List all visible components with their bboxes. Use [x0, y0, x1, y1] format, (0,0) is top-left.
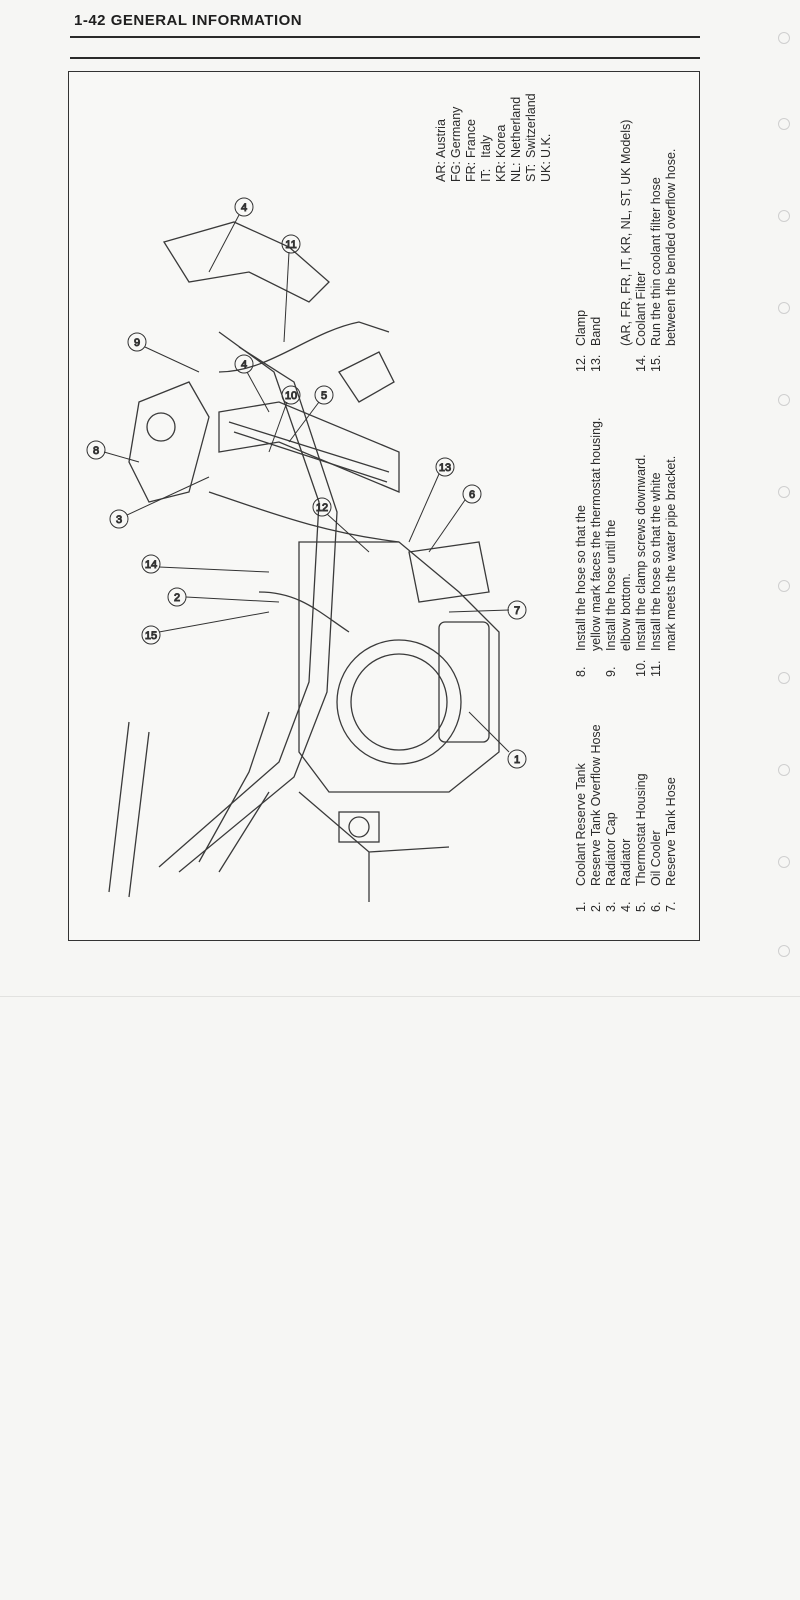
svg-text:4: 4 — [241, 359, 247, 371]
country-item: UK:U.K. — [539, 133, 553, 182]
binder-hole — [778, 118, 790, 130]
svg-text:9: 9 — [134, 337, 140, 349]
svg-text:14: 14 — [145, 559, 157, 571]
coolant-reserve-tank — [128, 381, 210, 503]
svg-text:10: 10 — [285, 390, 297, 402]
binder-hole — [778, 856, 790, 868]
legend-item: 10.Install the clamp screws downward. — [634, 454, 648, 677]
country-codes: AR:Austria FG:Germany FR:France IT:Italy… — [434, 93, 554, 182]
binder-hole — [778, 486, 790, 498]
binder-hole — [778, 580, 790, 592]
legend-item: (AR, FR, FR, IT, KR, NL, ST, UK Models) — [619, 119, 633, 346]
callout-2: 2 — [167, 587, 280, 607]
svg-text:13: 13 — [439, 462, 451, 474]
country-item: KR:Korea — [494, 124, 508, 182]
svg-text:11: 11 — [285, 239, 296, 251]
legend-item: 15.Run the thin coolant filter hose — [649, 177, 663, 372]
header-rule — [70, 57, 700, 59]
legend-item: 4.Radiator — [619, 838, 633, 912]
legend-item: 13.Band — [589, 316, 603, 372]
callout-11: 11 — [281, 234, 301, 343]
callout-4a: 4 — [208, 197, 254, 273]
radiator-cap — [146, 412, 176, 442]
legend-item: 2.Reserve Tank Overflow Hose — [589, 724, 603, 912]
legend-item: 6.Oil Cooler — [649, 830, 663, 912]
legend-item: 8.Install the hose so that the — [574, 505, 588, 677]
legend-item: 1.Coolant Reserve Tank — [574, 763, 588, 912]
page-title: 1-42 GENERAL INFORMATION — [74, 12, 303, 29]
radiator-body — [218, 401, 400, 493]
overflow-bracket — [162, 221, 330, 303]
page-fold-line — [0, 996, 800, 997]
binder-hole — [778, 32, 790, 44]
frame-rail-outer — [158, 331, 320, 868]
svg-text:5: 5 — [321, 390, 327, 402]
svg-text:6: 6 — [469, 489, 475, 501]
frame-rail-inner — [178, 346, 338, 873]
callout-9: 9 — [127, 332, 200, 373]
figure-frame: 1 2 3 4 4 5 6 7 8 9 10 11 12 13 14 15 1.… — [68, 71, 700, 941]
legend-notes: 8.Install the hose so that the yellow ma… — [574, 418, 679, 677]
legend-item: 3.Radiator Cap — [604, 812, 618, 912]
legend-item: 9.Install the hose until the — [604, 519, 618, 677]
oil-pan — [438, 621, 490, 743]
svg-text:7: 7 — [514, 605, 520, 617]
page-header: 1-42 GENERAL INFORMATION — [70, 10, 700, 38]
legend-item: 11.Install the hose so that the white — [649, 472, 663, 677]
svg-text:15: 15 — [145, 630, 157, 642]
engine-case — [298, 541, 500, 793]
hose-lower — [208, 491, 400, 543]
legend-item: between the bended overflow hose. — [664, 148, 678, 346]
callout-5: 5 — [288, 385, 334, 443]
legend-main: 1.Coolant Reserve Tank 2.Reserve Tank Ov… — [574, 724, 679, 912]
legend-parts: 12.Clamp 13.Band (AR, FR, FR, IT, KR, NL… — [574, 120, 679, 372]
clutch-cover — [336, 639, 462, 765]
country-item: AR:Austria — [434, 119, 448, 182]
callout-1: 1 — [468, 711, 527, 769]
binder-hole — [778, 764, 790, 776]
legend-item: 12.Clamp — [574, 309, 588, 372]
legend-item: elbow bottom. — [619, 573, 633, 651]
callout-markers: 1 2 3 4 4 5 6 7 8 9 10 11 12 13 14 15 — [86, 197, 527, 769]
coolant-system-drawing: 1 2 3 4 4 5 6 7 8 9 10 11 12 13 14 15 — [86, 197, 527, 902]
svg-text:12: 12 — [316, 502, 328, 514]
thermostat-housing — [338, 351, 395, 403]
front-tube — [108, 721, 150, 898]
binder-hole — [778, 394, 790, 406]
callout-3: 3 — [109, 476, 210, 529]
callout-7: 7 — [448, 600, 527, 620]
hose-filter — [258, 591, 350, 633]
callout-6: 6 — [428, 484, 482, 553]
country-item: FR:France — [464, 119, 478, 182]
legend-item — [604, 120, 619, 372]
binder-hole — [778, 302, 790, 314]
legend-item: mark meets the water pipe bracket. — [664, 455, 678, 651]
oil-cooler — [408, 541, 490, 603]
binder-hole — [778, 945, 790, 957]
svg-text:2: 2 — [174, 592, 180, 604]
country-item: ST:Switzerland — [524, 93, 538, 182]
callout-14: 14 — [141, 554, 270, 574]
binder-hole — [778, 672, 790, 684]
legend-item: 7.Reserve Tank Hose — [664, 777, 678, 912]
svg-text:1: 1 — [514, 754, 520, 766]
binder-hole — [778, 210, 790, 222]
svg-text:4: 4 — [241, 202, 247, 214]
legend-item: yellow mark faces the thermostat housing… — [589, 417, 603, 651]
svg-text:8: 8 — [93, 445, 99, 457]
callout-8: 8 — [86, 440, 140, 463]
callout-12: 12 — [312, 497, 370, 553]
legend-item: 14.Coolant Filter — [634, 271, 648, 372]
legend-item: 5.Thermostat Housing — [634, 773, 648, 912]
callout-10: 10 — [268, 385, 301, 453]
country-item: FG:Germany — [449, 106, 463, 182]
svg-text:3: 3 — [116, 514, 122, 526]
country-item: NL:Netherland — [509, 96, 523, 182]
callout-4b: 4 — [234, 354, 270, 413]
country-item: IT:Italy — [479, 135, 493, 182]
callout-13: 13 — [408, 457, 455, 543]
frame-brace — [198, 711, 270, 873]
callout-15: 15 — [141, 611, 270, 645]
